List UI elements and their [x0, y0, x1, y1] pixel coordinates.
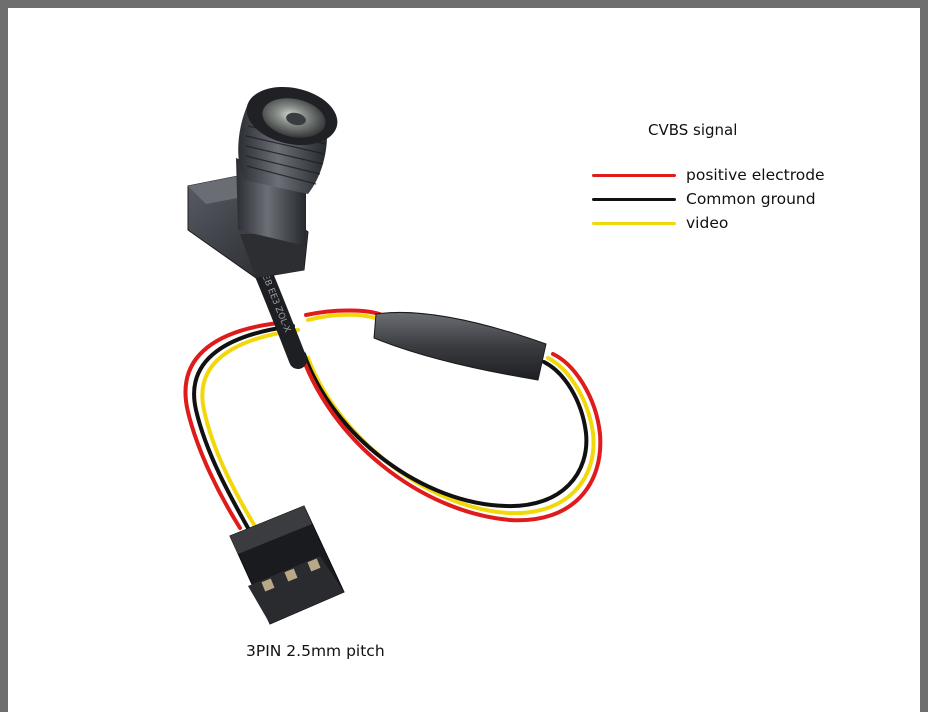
legend-row-ground: Common ground: [592, 189, 816, 209]
product-image-frame: ZEB EE3 ZOL-X CV: [8, 8, 920, 712]
yellow-wire: [200, 328, 300, 530]
legend-label: Common ground: [686, 190, 816, 208]
black-wire-swatch: [592, 197, 676, 201]
three-pin-connector: [229, 505, 345, 625]
legend-row-positive: positive electrode: [592, 165, 825, 185]
red-wire: [183, 320, 290, 530]
legend-label: video: [686, 214, 729, 232]
heat-shrink-tube: [373, 312, 547, 381]
legend-row-video: video: [592, 213, 728, 233]
connector-caption: 3PIN 2.5mm pitch: [246, 642, 385, 660]
signal-title: CVBS signal: [648, 121, 738, 139]
wire-bundle: [183, 308, 603, 530]
camera-product-photo: ZEB EE3 ZOL-X: [183, 86, 603, 625]
black-wire: [192, 324, 295, 530]
camera-module: [187, 86, 338, 279]
yellow-wire-swatch: [592, 221, 676, 225]
legend-label: positive electrode: [686, 166, 825, 184]
red-wire-swatch: [592, 173, 676, 177]
